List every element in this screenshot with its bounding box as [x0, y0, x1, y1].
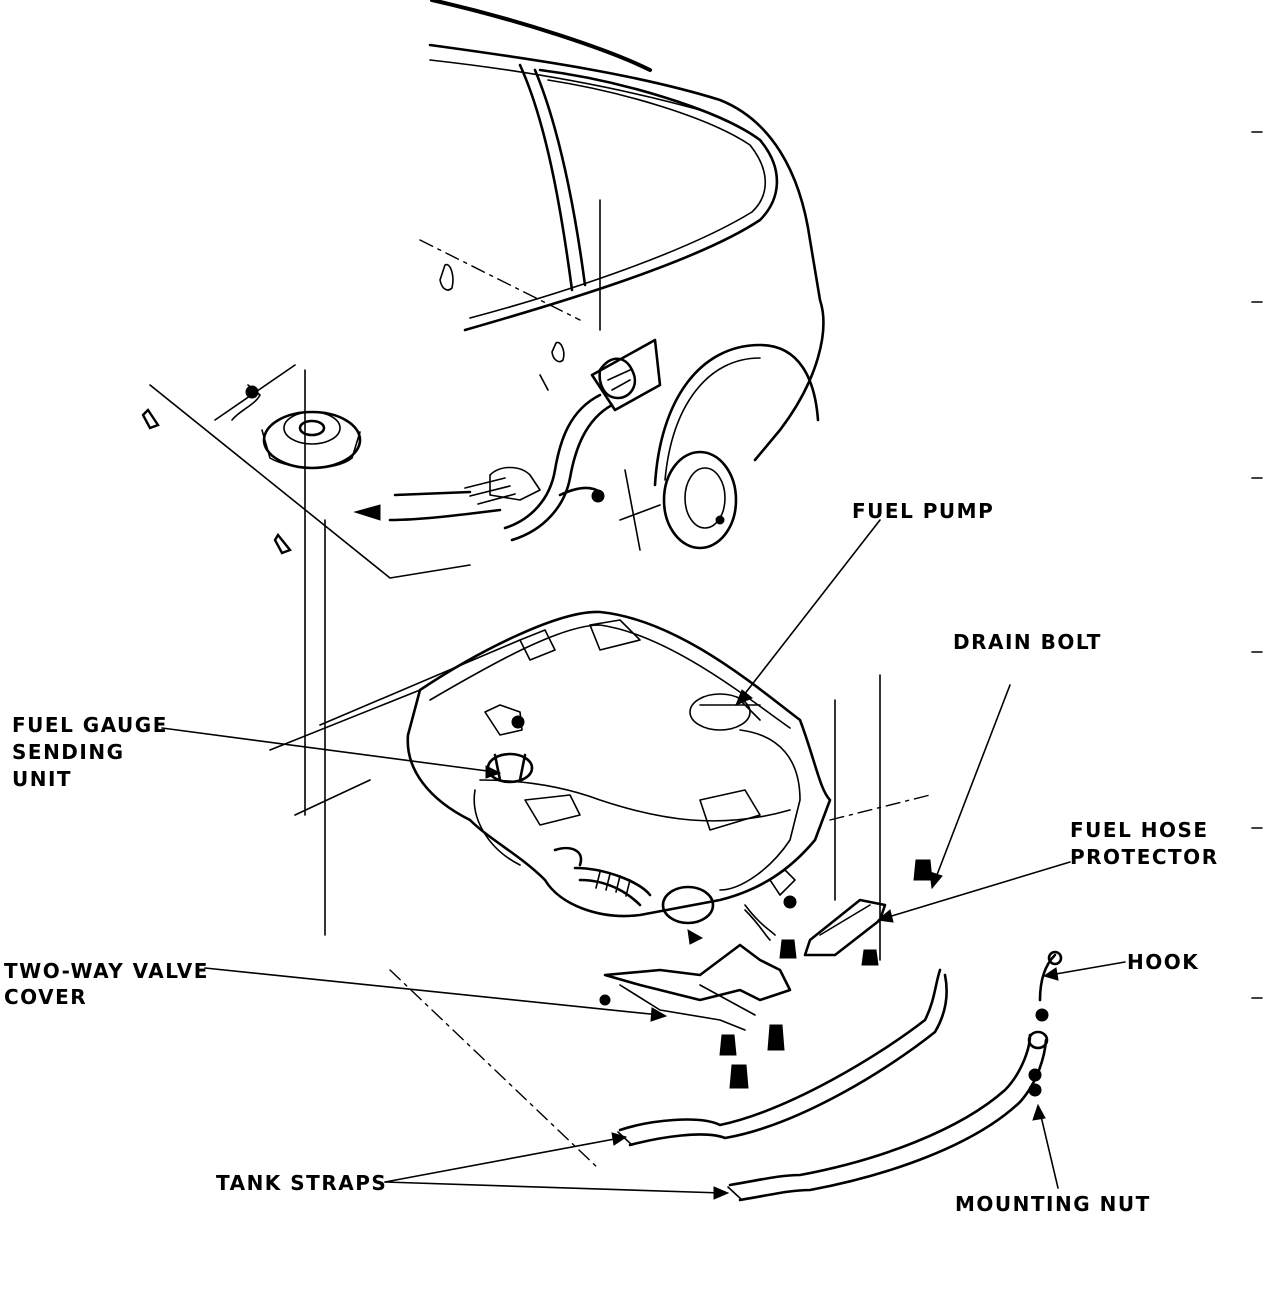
filler-neck: [388, 393, 614, 542]
label-two-way-valve-line2: COVER: [4, 985, 88, 1009]
car-body: [419, 0, 825, 487]
nut-icon: [1028, 1008, 1049, 1097]
brake-drum: [619, 450, 738, 550]
label-hook: HOOK: [1127, 950, 1200, 974]
label-two-way-valve-line1: TWO-WAY VALVE: [4, 959, 209, 983]
label-mounting-nut: MOUNTING NUT: [955, 1192, 1151, 1216]
label-fuel-pump: FUEL PUMP: [852, 499, 995, 523]
tank-strap-lower: [727, 1030, 1049, 1202]
installation-lines: [389, 469, 931, 1171]
bolt-icon: [719, 859, 933, 1089]
label-drain-bolt: DRAIN BOLT: [953, 630, 1102, 654]
label-fuel-gauge-line2: SENDING: [12, 740, 125, 764]
two-way-valve-cover-bracket: [599, 943, 792, 1031]
margin-ticks: [1251, 131, 1263, 999]
floor-panel: [149, 364, 521, 936]
leader-lines: [161, 519, 1126, 1200]
label-fuel-gauge-line3: UNIT: [12, 767, 73, 791]
fuel-tank: [406, 610, 832, 941]
label-fuel-gauge-line1: FUEL GAUGE: [12, 713, 168, 737]
fuel-filler-door: [590, 338, 662, 412]
tank-strap-upper: [617, 968, 948, 1147]
fuel-pump-access-cover: [231, 384, 362, 470]
hook: [1038, 950, 1063, 1002]
arrow-icon: [141, 374, 704, 945]
label-fuel-hose-protector-line2: PROTECTOR: [1070, 845, 1219, 869]
label-tank-straps: TANK STRAPS: [216, 1171, 388, 1195]
label-fuel-hose-protector-line1: FUEL HOSE: [1070, 818, 1209, 842]
fuel-hose-protector: [803, 898, 887, 957]
